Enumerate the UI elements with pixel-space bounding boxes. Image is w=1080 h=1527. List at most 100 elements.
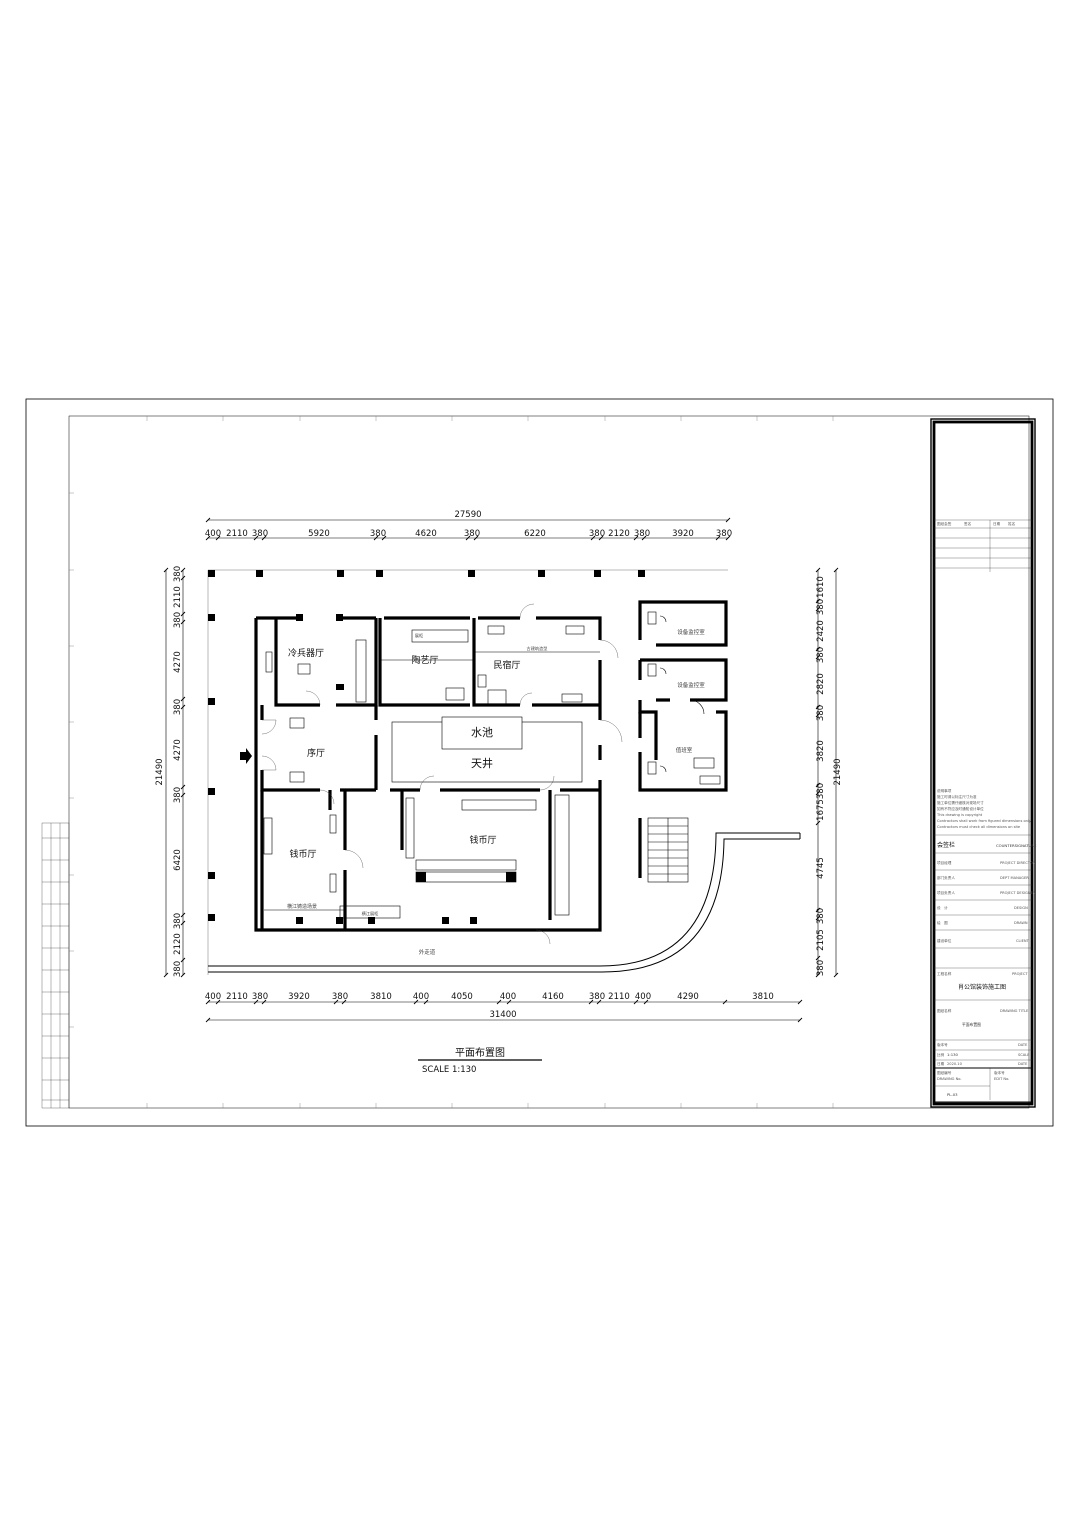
display-blocks [336,684,516,882]
dim-top-segment: 3920 [672,529,694,539]
dim-bottom-segment: 380 [332,992,348,1002]
svg-text:签名: 签名 [964,521,972,526]
dim-right-segment: 380 [816,908,826,924]
dim-top-segment: 380 [252,529,268,539]
room-cold-weapons: 冷兵器厅 [288,647,324,659]
annex-walls [638,600,728,878]
dim-right-segment: 2420 [816,620,826,642]
dim-top-segment: 4620 [415,529,437,539]
svg-text:DEPT MANAGER: DEPT MANAGER [1000,876,1029,880]
room-ancient-building: 古建筑造型 [527,645,548,652]
dimension-ticks [163,517,839,1023]
dim-right-segment: 2105 [816,929,826,951]
dim-bottom-segment: 4050 [451,992,473,1002]
dim-bottom-segment: 380 [252,992,268,1002]
dim-left-segment: 2120 [173,933,183,955]
svg-text:设 计: 设 计 [937,905,948,910]
svg-text:说明事项: 说明事项 [937,788,952,793]
dimension-lines [165,519,837,1021]
svg-text:SCALE: SCALE [1018,1053,1030,1057]
dim-bottom-segment: 3920 [288,992,310,1002]
stair [647,817,689,883]
svg-text:版本号: 版本号 [994,1070,1005,1075]
dim-left-segment: 4270 [173,651,183,673]
scale-label: 比例 [937,1052,945,1057]
dim-right-segment: 2820 [816,673,826,695]
structural-columns [208,570,645,924]
svg-text:DRAWING No.: DRAWING No. [937,1077,962,1081]
dim-top-segment: 2110 [226,529,248,539]
title-block: 图纸会签 签名 日期 姓名 说明事项 施工时请以标注尺寸为准 施工单位需仔细核对… [930,418,1037,1108]
dim-right-segment: 380 [816,599,826,615]
dim-bottom-segment: 2110 [608,992,630,1002]
dim-left-segment: 380 [173,913,183,929]
room-pool: 水池 [471,726,493,739]
dimensions-bottom: 400 2110 380 3920 380 3810 400 4050 400 … [205,992,774,1020]
dim-left-segment: 380 [173,699,183,715]
dim-bottom-segment: 3810 [370,992,392,1002]
annex-fixtures [647,611,721,785]
dim-top-segment: 380 [589,529,605,539]
svg-text:CLIENT: CLIENT [1016,939,1030,943]
dimensions-top: 27590 400 2110 380 5920 380 4620 380 622… [205,510,732,539]
dim-top-segment: 380 [716,529,732,539]
dim-right-segment: 380 [816,783,826,799]
dim-top-segment: 380 [634,529,650,539]
project-name: 肖公馆装饰施工图 [958,983,1006,991]
drawing-name-label: 图纸名称 [937,1008,952,1013]
svg-text:PROJECT DIRECTOR: PROJECT DIRECTOR [1000,861,1036,865]
dim-left-segment: 380 [173,612,183,628]
dim-bottom-segment: 3810 [752,992,774,1002]
project-label: 工程名称 [937,971,952,976]
room-casting-scene: 横江铸造场景 [287,903,317,910]
svg-text:PROJECT: PROJECT [1012,972,1028,976]
inner-frame [68,415,1030,1109]
dim-bottom-segment: 380 [589,992,605,1002]
svg-text:姓名: 姓名 [1008,521,1016,526]
dim-right-total: 21490 [833,758,843,785]
room-coin-left: 钱币厅 [289,848,316,860]
dim-bottom-segment: 400 [205,992,221,1002]
dim-bottom-total: 31400 [489,1010,516,1020]
dim-left-segment: 380 [173,566,183,582]
scale-value: 1:130 [947,1052,959,1057]
svg-text:EDIT No.: EDIT No. [994,1077,1009,1081]
svg-text:DATE: DATE [1018,1062,1028,1066]
dim-bottom-segment: 400 [635,992,651,1002]
dim-left-segment: 380 [173,787,183,803]
dim-left-total: 21490 [155,758,165,785]
svg-text:图纸会签: 图纸会签 [937,521,952,526]
date-value: 2020.10 [947,1062,963,1066]
svg-text:DESIGN: DESIGN [1014,906,1028,910]
drawing-scale: SCALE 1:130 [422,1065,476,1075]
svg-text:部门负责人: 部门负责人 [937,875,955,880]
countersign-header: 会签栏 [937,841,955,849]
revision-strip [41,822,70,1109]
dim-bottom-segment: 400 [500,992,516,1002]
svg-text:Contractors must check all dim: Contractors must check all dimensions on… [937,825,1021,829]
room-monitor-1: 设备监控室 [677,628,705,636]
svg-text:DRAWING TITLE: DRAWING TITLE [1000,1009,1029,1013]
dim-bottom-segment: 4290 [677,992,699,1002]
room-coin-center: 钱币厅 [469,834,496,846]
room-courtyard: 天井 [471,756,493,770]
room-duty: 值班室 [676,746,693,754]
svg-text:DRAWN: DRAWN [1014,921,1028,925]
dim-top-segment: 5920 [308,529,330,539]
frame-ticks [69,416,834,1108]
dim-left-segment: 6420 [173,849,183,871]
svg-text:施工单位需仔细核对现场尺寸: 施工单位需仔细核对现场尺寸 [937,800,984,805]
svg-text:如有不符应及时通知设计单位: 如有不符应及时通知设计单位 [937,806,984,811]
room-monitor-2: 设备监控室 [677,681,705,689]
dim-top-segment: 400 [205,529,221,539]
countersign-header-en: COUNTERSIGNATURE [996,843,1037,848]
dim-right-segment: 380 [816,647,826,663]
drawing-name: 平面布置图 [962,1022,981,1027]
entrance-arrow-icon [240,748,252,764]
dimensions-right: 1610 380 2420 380 2820 380 3820 380 1675… [816,576,843,976]
room-folk: 民宿厅 [493,659,520,671]
dim-right-segment: 1610 [816,576,826,598]
dim-top-total: 27590 [454,510,481,520]
svg-text:版本号: 版本号 [937,1042,948,1047]
